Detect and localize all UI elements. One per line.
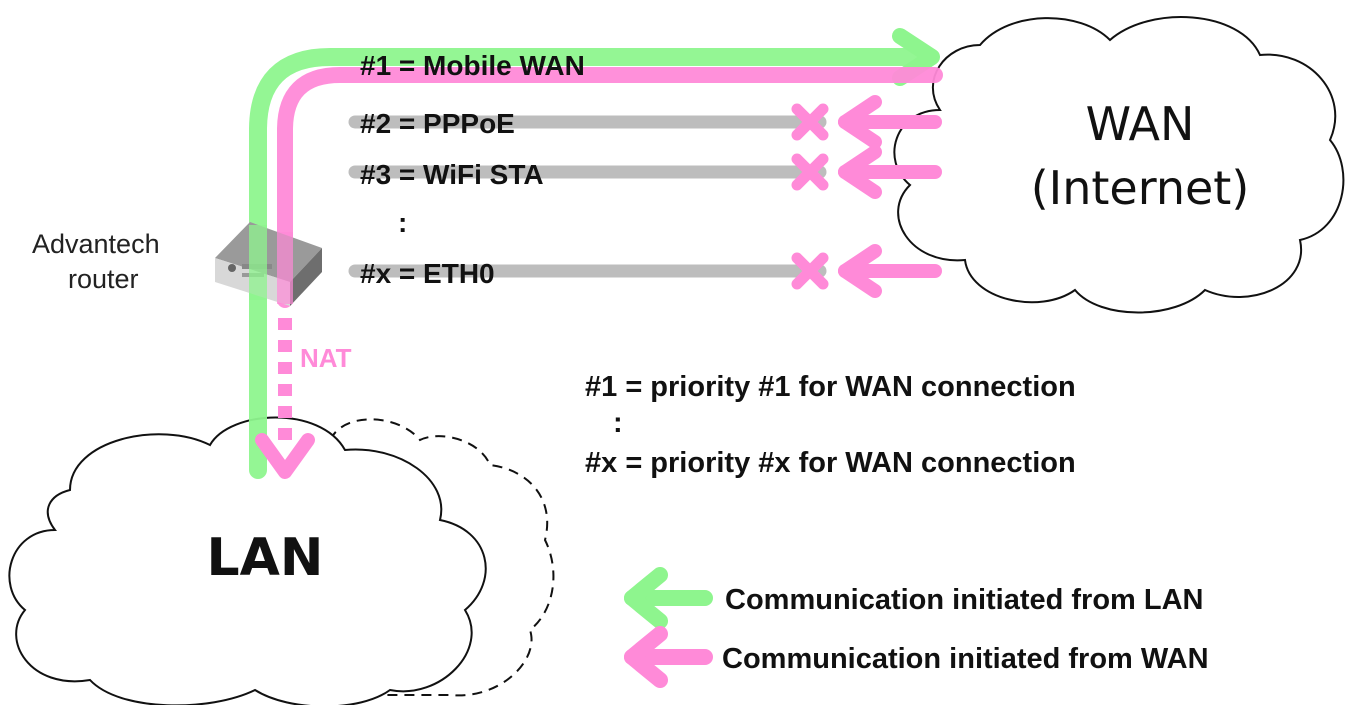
router-label-line1: Advantech <box>32 229 160 259</box>
wan-path-arrowhead <box>255 433 315 479</box>
priority-note-first: #1 = priority #1 for WAN connection <box>585 371 1076 403</box>
x-mark-icon <box>791 153 829 191</box>
nat-label: NAT <box>300 343 352 373</box>
router-label-line2: router <box>68 264 139 294</box>
router-icon <box>215 222 322 306</box>
lan-cloud-icon <box>8 416 487 705</box>
lan-cloud-title: LAN <box>207 528 324 588</box>
wan-cloud-subtitle: (Internet) <box>1031 161 1250 215</box>
legend-lan-arrow-icon <box>624 567 713 629</box>
priority-note-last: #x = priority #x for WAN connection <box>585 447 1076 479</box>
lan-initiated-path <box>249 48 939 479</box>
connection-label-pppoe: #2 = PPPoE <box>360 108 515 139</box>
x-mark-icon <box>791 103 829 141</box>
x-mark-icons <box>791 103 829 290</box>
wan-cloud-title: WAN <box>1086 97 1195 151</box>
connection-ellipsis: : <box>398 207 407 238</box>
connection-label-eth0: #x = ETH0 <box>360 258 495 289</box>
lan-secondary-cloud <box>329 418 555 697</box>
legend: Communication initiated from LAN Communi… <box>624 567 1209 688</box>
legend-wan-text: Communication initiated from WAN <box>722 643 1209 675</box>
blocked-wan-arrows <box>838 95 942 298</box>
x-mark-icon <box>791 252 829 290</box>
priority-note-ellipsis: : <box>613 407 623 439</box>
inactive-lines <box>348 115 827 278</box>
connection-label-wifi-sta: #3 = WiFi STA <box>360 159 544 190</box>
legend-wan-arrow-icon <box>624 626 713 688</box>
connection-label-mobile-wan: #1 = Mobile WAN <box>360 50 585 81</box>
wan-initiated-path <box>277 67 943 308</box>
legend-lan-text: Communication initiated from LAN <box>725 584 1204 616</box>
